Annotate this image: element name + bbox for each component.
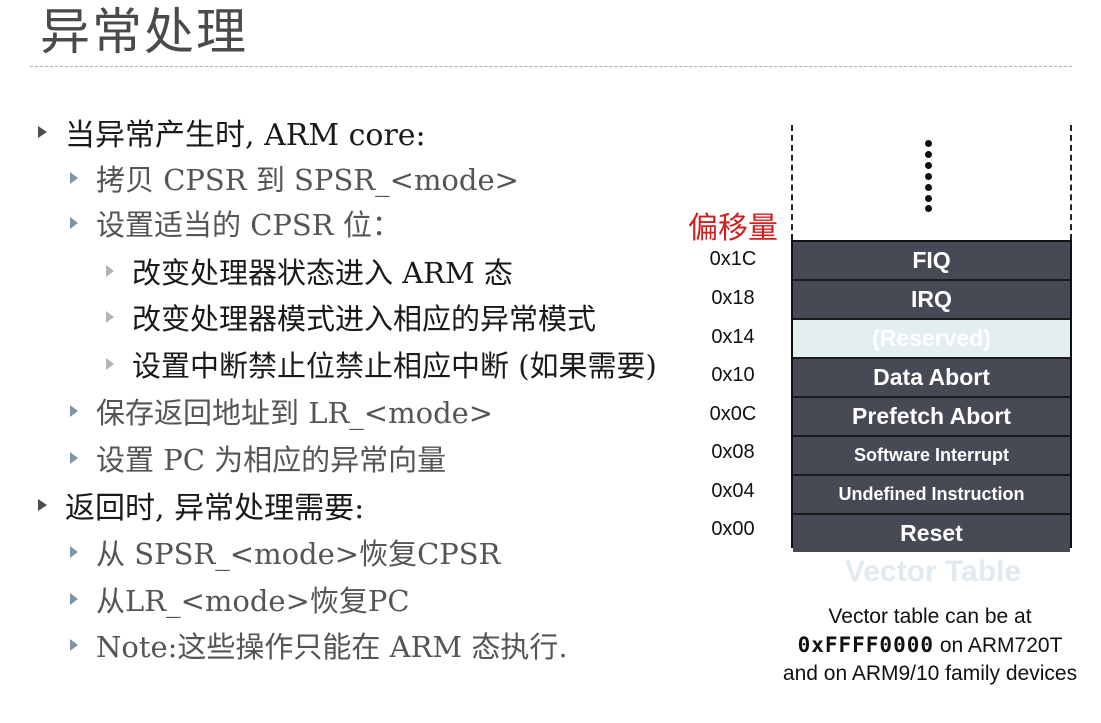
bullet-text: 设置中断禁止位禁止相应中断 (如果需要): [132, 349, 657, 383]
row-divider: [793, 357, 1070, 359]
address-label: 0x14: [711, 326, 755, 348]
bullet-text: 设置 PC 为相应的异常向量: [96, 443, 447, 477]
row-divider: [793, 435, 1070, 437]
row-divider: [793, 318, 1070, 320]
bullet-triangle-icon: [70, 452, 78, 464]
vector-entry-reset: Reset: [793, 515, 1070, 552]
ellipsis-dot: [925, 195, 932, 202]
bullet-triangle-icon: [70, 217, 78, 229]
bullet-triangle-icon: [38, 499, 47, 511]
bullet-triangle-icon: [70, 546, 78, 558]
bullet-triangle-icon: [70, 593, 78, 605]
address-label: 0x08: [711, 441, 755, 463]
bullet-level2: 保存返回地址到 LR_<mode>: [70, 390, 493, 432]
bullet-triangle-icon: [70, 639, 78, 651]
bullet-level2: 设置适当的 CPSR 位：: [70, 202, 401, 244]
slide-title: 异常处理: [40, 3, 248, 61]
title-divider: [30, 66, 1072, 67]
vector-entry-software-interrupt: Software Interrupt: [793, 437, 1070, 474]
bullet-level3: 改变处理器模式进入相应的异常模式: [106, 296, 596, 338]
bullet-level2: 拷贝 CPSR 到 SPSR_<mode>: [70, 157, 519, 199]
bullet-triangle-icon: [106, 265, 114, 277]
bullet-text: 改变处理器状态进入 ARM 态: [132, 256, 513, 290]
ellipsis-dot: [925, 184, 932, 191]
bullet-text: 设置适当的 CPSR 位：: [96, 208, 401, 242]
vector-entry-fiq: FIQ: [793, 242, 1070, 279]
vector-entry-irq: IRQ: [793, 281, 1070, 318]
vector-table-note: Vector table can be at 0xFFFF0000 on ARM…: [760, 603, 1100, 688]
note-suffix: on ARM720T: [934, 634, 1063, 657]
address-label: 0x18: [711, 287, 755, 309]
ellipsis-dot: [925, 151, 932, 158]
bullet-level1: 返回时, 异常处理需要:: [38, 483, 364, 527]
bullet-level3: 设置中断禁止位禁止相应中断 (如果需要): [106, 343, 657, 385]
vector-table: FIQ IRQ (Reserved) Data Abort Prefetch A…: [791, 240, 1072, 552]
ellipsis-dot: [925, 205, 932, 212]
bullet-triangle-icon: [106, 358, 114, 370]
bullet-text: 当异常产生时, ARM core:: [65, 118, 426, 153]
address-label: 0x0C: [709, 403, 757, 425]
bullet-level3: 改变处理器状态进入 ARM 态: [106, 250, 513, 292]
bullet-text: 拷贝 CPSR 到 SPSR_<mode>: [96, 163, 519, 197]
bullet-text: 从LR_<mode>恢复PC: [96, 584, 410, 618]
note-line-3: and on ARM9/10 family devices: [782, 662, 1078, 685]
vector-entry-undefined-instruction: Undefined Instruction: [793, 476, 1070, 513]
address-label: 0x1C: [709, 248, 757, 270]
offset-label: 偏移量: [688, 211, 778, 246]
address-label: 0x00: [711, 518, 755, 540]
ellipsis-dot: [925, 173, 932, 180]
bullet-level2: 设置 PC 为相应的异常向量: [70, 437, 446, 479]
bullet-triangle-icon: [106, 311, 114, 323]
address-label: 0x10: [711, 364, 755, 386]
bullet-triangle-icon: [70, 172, 78, 184]
bullet-level2: 从 SPSR_<mode>恢复CPSR: [70, 531, 501, 573]
address-label: 0x04: [711, 480, 755, 502]
ellipsis-dot: [925, 140, 932, 147]
vector-entry-reserved: (Reserved): [793, 320, 1070, 357]
bullet-level1: 当异常产生时, ARM core:: [38, 110, 426, 154]
bullet-text: Note:这些操作只能在 ARM 态执行.: [96, 630, 568, 664]
row-divider: [793, 513, 1070, 515]
row-divider: [793, 279, 1070, 281]
bullet-text: 保存返回地址到 LR_<mode>: [96, 396, 494, 430]
bullet-text: 从 SPSR_<mode>恢复CPSR: [96, 537, 501, 571]
bullet-triangle-icon: [38, 126, 47, 138]
memory-dashed-edge-right: [1070, 125, 1072, 240]
memory-dashed-edge-left: [791, 125, 793, 240]
row-divider: [793, 396, 1070, 398]
ellipsis-dot: [925, 162, 932, 169]
bullet-text: 返回时, 异常处理需要:: [65, 491, 365, 526]
row-divider: [793, 474, 1070, 476]
note-line-1: Vector table can be at: [828, 605, 1032, 628]
note-line-2: 0xFFFF0000 on ARM720T: [760, 631, 1100, 660]
bullet-level2: 从LR_<mode>恢复PC: [70, 578, 410, 620]
bullet-level2: Note:这些操作只能在 ARM 态执行.: [70, 624, 568, 666]
bullet-text: 改变处理器模式进入相应的异常模式: [132, 302, 597, 336]
vector-entry-data-abort: Data Abort: [793, 359, 1070, 396]
note-address: 0xFFFF0000: [797, 633, 935, 657]
vector-entry-prefetch-abort: Prefetch Abort: [793, 398, 1070, 435]
vector-table-caption: Vector Table: [844, 555, 1022, 588]
bullet-triangle-icon: [70, 405, 78, 417]
